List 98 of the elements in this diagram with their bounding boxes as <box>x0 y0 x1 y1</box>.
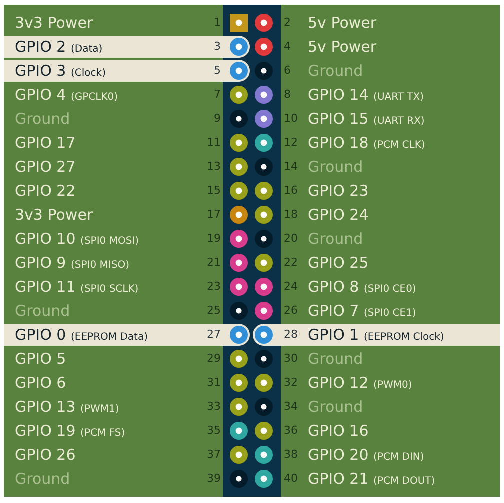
pin-name: GPIO 19 <box>15 422 76 440</box>
pin-number: 22 <box>284 255 298 271</box>
pin-name: GPIO 4 <box>15 86 66 104</box>
pin-number: 24 <box>284 279 298 295</box>
pin-name: GPIO 1 <box>308 326 360 344</box>
pin-number: 28 <box>284 327 298 343</box>
pin-function: (Clock) <box>71 68 106 79</box>
pin-number: 25 <box>207 303 221 319</box>
pin-number: 8 <box>284 87 291 103</box>
pin-name: GPIO 2 <box>15 38 66 56</box>
pin-number: 5 <box>214 63 221 79</box>
pin-name: GPIO 22 <box>15 182 76 200</box>
pin-number: 16 <box>284 183 298 199</box>
pin-function: (PWM0) <box>374 380 412 391</box>
pin-number: 40 <box>284 471 298 487</box>
pin-number: 14 <box>284 159 298 175</box>
pin-name: GPIO 25 <box>308 254 369 272</box>
pin-number: 4 <box>284 39 291 55</box>
pin-name: GPIO 14 <box>308 86 369 104</box>
pin-name: Ground <box>308 398 364 416</box>
pin-number: 10 <box>284 111 298 127</box>
pin-number: 33 <box>207 399 221 415</box>
pin-number: 11 <box>207 135 221 151</box>
pin-number: 23 <box>207 279 221 295</box>
pin-number: 18 <box>284 207 298 223</box>
pin-name: GPIO 20 <box>308 446 369 464</box>
pin-name: GPIO 12 <box>308 374 369 392</box>
pin-name: GPIO 10 <box>15 230 76 248</box>
pin-function: (SPI0 CE1) <box>364 308 416 319</box>
pin-number: 1 <box>214 15 221 31</box>
pin-name: 5v Power <box>308 14 377 32</box>
pin-number: 35 <box>207 423 221 439</box>
pin-name: GPIO 5 <box>15 350 66 368</box>
pin-name: 5v Power <box>308 38 377 56</box>
pin-function: (PWM1) <box>80 404 120 415</box>
pin-function: (SPI0 SCLK) <box>80 284 139 295</box>
pin-number: 37 <box>207 447 221 463</box>
pin-name: Ground <box>15 470 70 488</box>
pin-name: GPIO 0 <box>15 326 66 344</box>
pin-function: (PCM DOUT) <box>374 476 436 487</box>
pin-name: GPIO 8 <box>308 278 360 296</box>
pin-function: (GPCLK0) <box>71 92 118 103</box>
pin-number: 12 <box>284 135 298 151</box>
pin-function: (PCM FS) <box>80 428 126 439</box>
pin-number: 6 <box>284 63 291 79</box>
pin-name: GPIO 18 <box>308 134 369 152</box>
pin-number: 30 <box>284 351 298 367</box>
pin-name: GPIO 11 <box>15 278 76 296</box>
pin-number: 32 <box>284 375 298 391</box>
pin-function: (UART TX) <box>374 92 424 103</box>
pin-name: GPIO 16 <box>308 422 369 440</box>
pin-function: (PCM DIN) <box>374 452 424 463</box>
pin-name: Ground <box>308 62 364 80</box>
pin-number: 21 <box>207 255 221 271</box>
pin-name: 3v3 Power <box>15 206 94 224</box>
pin-number: 26 <box>284 303 298 319</box>
pin-function: (Data) <box>71 44 103 55</box>
pin-name: GPIO 6 <box>15 374 66 392</box>
pin-name: Ground <box>15 302 70 320</box>
pin-name: GPIO 24 <box>308 206 369 224</box>
pin-name: GPIO 21 <box>308 470 369 488</box>
pin-function: (UART RX) <box>374 116 425 127</box>
pin-number: 34 <box>284 399 298 415</box>
pin-number: 9 <box>214 111 221 127</box>
pin-number: 17 <box>207 207 221 223</box>
pin-name: GPIO 15 <box>308 110 369 128</box>
pin-number: 19 <box>207 231 221 247</box>
pin-number: 27 <box>207 327 221 343</box>
pin-number: 15 <box>207 183 221 199</box>
pin-name: GPIO 7 <box>308 302 360 320</box>
pin-name: GPIO 9 <box>15 254 66 272</box>
pin-name: GPIO 26 <box>15 446 76 464</box>
pin-number: 38 <box>284 447 298 463</box>
pin-number: 36 <box>284 423 298 439</box>
pin-number: 13 <box>207 159 221 175</box>
pin-function: (PCM CLK) <box>374 140 426 151</box>
pin-function: (SPI0 MISO) <box>71 260 130 271</box>
pin-number: 20 <box>284 231 298 247</box>
pin-number: 31 <box>207 375 221 391</box>
pin-name: Ground <box>308 350 364 368</box>
pin-name: GPIO 13 <box>15 398 76 416</box>
pin-name: GPIO 23 <box>308 182 369 200</box>
pin-number: 2 <box>284 15 291 31</box>
pin-function: (EEPROM Clock) <box>364 332 444 343</box>
pin-name: 3v3 Power <box>15 14 94 32</box>
pin-name: GPIO 3 <box>15 62 66 80</box>
pin-name: GPIO 27 <box>15 158 76 176</box>
pin-name: Ground <box>15 110 70 128</box>
pin-function: (SPI0 MOSI) <box>80 236 140 247</box>
pin-function: (EEPROM Data) <box>71 332 148 343</box>
pin-name: Ground <box>308 158 364 176</box>
pin-name: Ground <box>308 230 364 248</box>
pin-number: 29 <box>207 351 221 367</box>
pin-name: GPIO 17 <box>15 134 76 152</box>
pin-number: 3 <box>214 39 221 55</box>
pin-number: 7 <box>214 87 221 103</box>
pin-function: (SPI0 CE0) <box>364 284 416 295</box>
pin-number: 39 <box>207 471 221 487</box>
